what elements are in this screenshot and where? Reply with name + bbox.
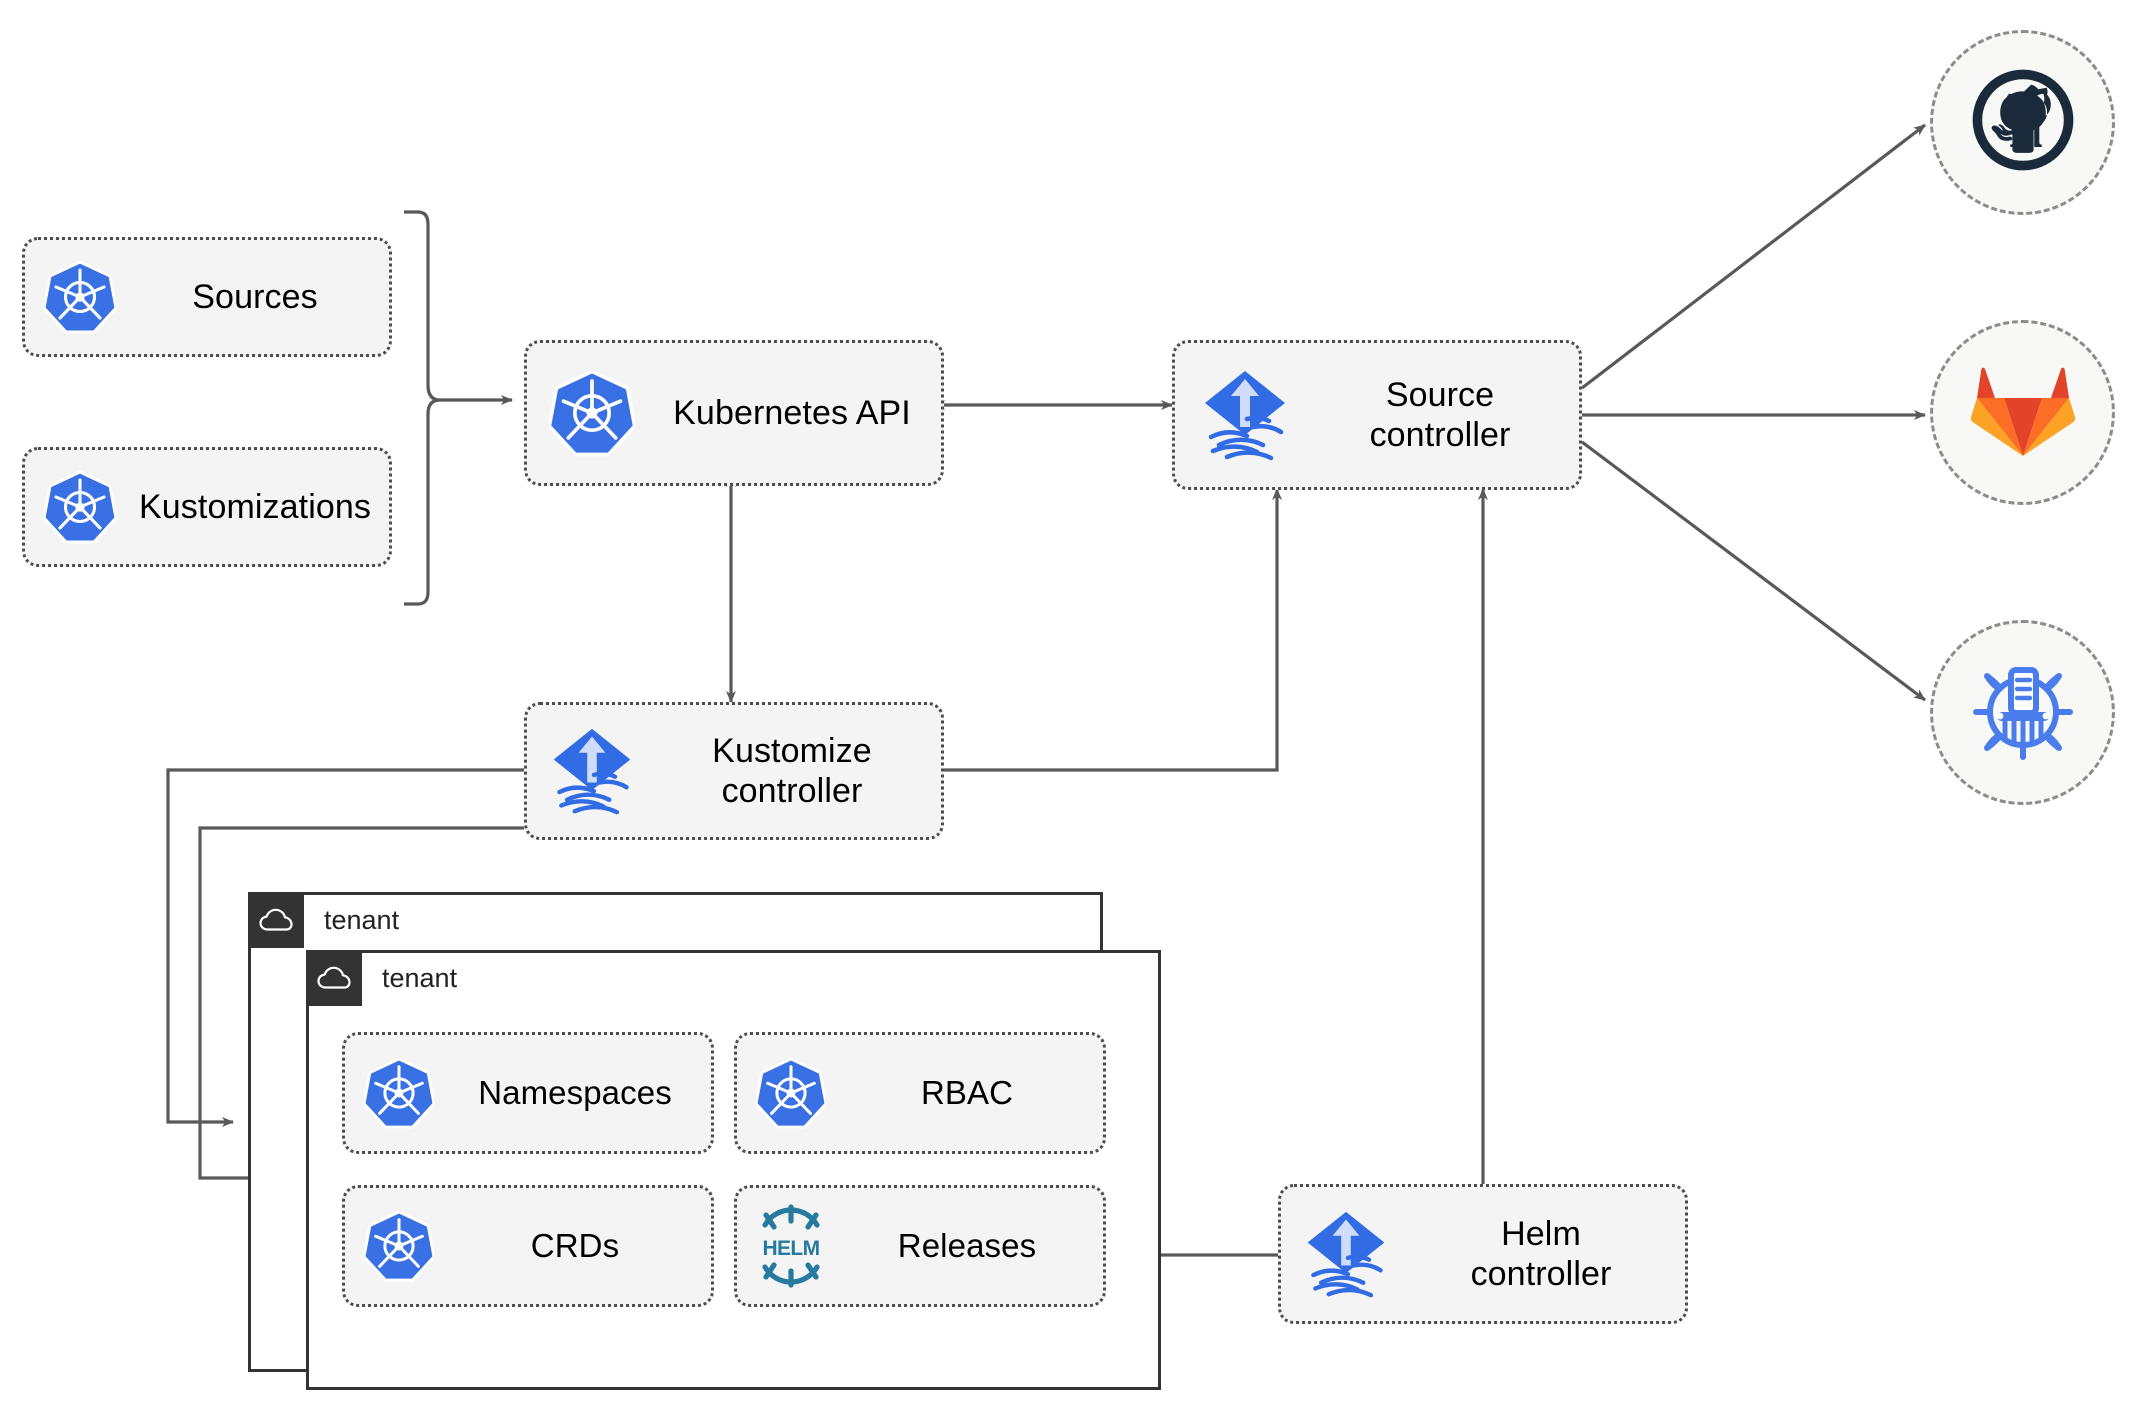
kubernetes-glyph: [364, 1057, 434, 1129]
node-label-kubernetes-api: Kubernetes API: [673, 393, 911, 432]
provider-github[interactable]: [1930, 30, 2115, 215]
svg-text:HELM: HELM: [762, 1237, 819, 1260]
kubernetes-icon: [345, 1209, 453, 1283]
gitlab-glyph: [1970, 367, 2075, 456]
provider-bucket[interactable]: [1930, 620, 2115, 805]
edge-sourcecontroller-github: [1581, 123, 1926, 390]
node-namespaces[interactable]: Namespaces: [342, 1032, 714, 1154]
helm-icon: HELM: [737, 1203, 845, 1289]
node-label-namespaces: Namespaces: [478, 1073, 672, 1111]
kubernetes-icon: [25, 259, 135, 335]
node-crds[interactable]: CRDs: [342, 1185, 714, 1307]
kubernetes-glyph: [756, 1057, 826, 1129]
node-kubernetes-api[interactable]: Kubernetes API: [524, 340, 944, 486]
edge-kustomizecontroller-sourcecontroller: [944, 488, 1282, 772]
flux-icon: [1281, 1206, 1411, 1302]
node-label-sources: Sources: [192, 277, 318, 316]
kubernetes-icon: [737, 1056, 845, 1130]
node-source-controller[interactable]: Source controller: [1172, 340, 1582, 490]
bucket-icon: [1969, 656, 2077, 769]
kubernetes-icon: [527, 368, 657, 458]
helm-glyph: HELM: [762, 1204, 820, 1288]
kubernetes-glyph: [44, 260, 116, 334]
node-kustomizations[interactable]: Kustomizations: [22, 447, 392, 567]
node-label-helm-controller: Helm controller: [1470, 1214, 1612, 1293]
flux-glyph: [553, 728, 631, 815]
flux-glyph: [1307, 1211, 1385, 1298]
gitlab-icon: [1970, 360, 2075, 465]
node-helm-controller[interactable]: Helm controller: [1278, 1184, 1688, 1324]
node-rbac[interactable]: RBAC: [734, 1032, 1106, 1154]
provider-gitlab[interactable]: [1930, 320, 2115, 505]
kubernetes-glyph: [549, 369, 635, 457]
node-releases[interactable]: HELM Releases: [734, 1185, 1106, 1307]
cloud-icon: [248, 892, 304, 948]
cloud-icon: [306, 950, 362, 1006]
github-icon: [1970, 67, 2076, 178]
kubernetes-glyph: [44, 470, 116, 544]
edge-sourcecontroller-bucket: [1581, 440, 1926, 702]
node-label-source-controller: Source controller: [1369, 375, 1511, 454]
github-glyph: [1972, 69, 2073, 171]
flux-glyph: [1205, 371, 1285, 461]
kubernetes-glyph: [364, 1210, 434, 1282]
tenant-container-front: tenant: [306, 950, 1161, 1390]
node-label-rbac: RBAC: [920, 1073, 1014, 1111]
node-sources[interactable]: Sources: [22, 237, 392, 357]
node-kustomize-controller[interactable]: Kustomize controller: [524, 702, 944, 840]
tenant-label-front: tenant: [382, 962, 458, 993]
flux-icon: [527, 723, 657, 819]
tenant-label-back: tenant: [324, 904, 400, 935]
flux-icon: [1175, 365, 1315, 465]
tenant-tab-front: tenant: [306, 950, 457, 1006]
node-label-releases: Releases: [897, 1226, 1037, 1264]
node-label-kustomize-controller: Kustomize controller: [712, 731, 872, 810]
edge-brace: [404, 210, 441, 606]
kubernetes-icon: [25, 469, 135, 545]
kubernetes-icon: [345, 1056, 453, 1130]
bucket-glyph: [1972, 667, 2073, 760]
tenant-tab-back: tenant: [248, 892, 399, 948]
node-label-kustomizations: Kustomizations: [139, 487, 371, 526]
node-label-crds: CRDs: [530, 1226, 620, 1264]
